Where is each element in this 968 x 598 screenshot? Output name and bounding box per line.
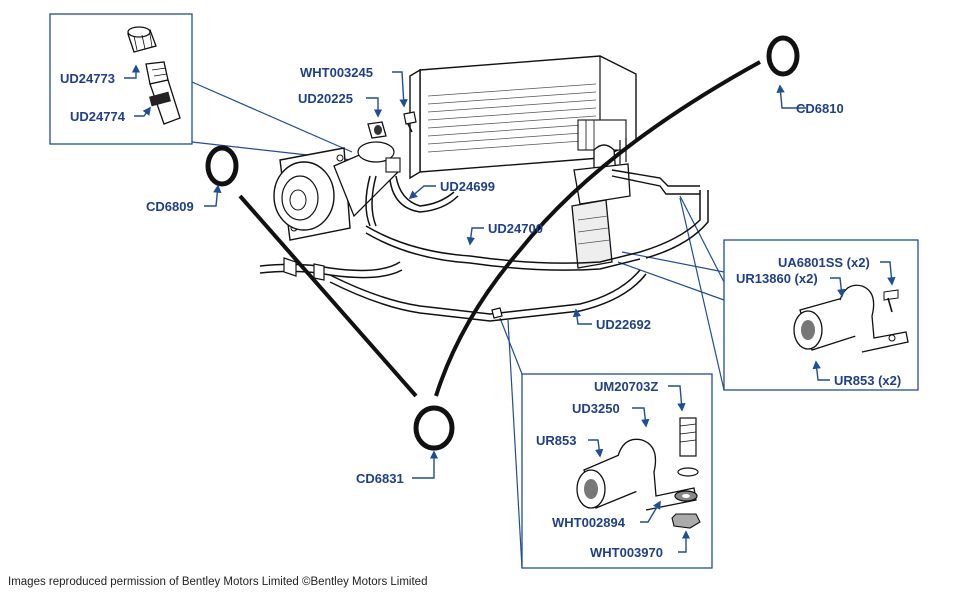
o-ring-cd6831 [413, 405, 455, 451]
inset-box-clip-lower [499, 317, 713, 569]
grommet-ud20225 [367, 121, 387, 139]
hose-cd6831-left [238, 194, 418, 398]
label-wht003245: WHT003245 [300, 65, 373, 80]
label-ud24699: UD24699 [440, 179, 495, 194]
o-ring-cd6809 [205, 145, 239, 187]
clip-lower-illustration [576, 417, 701, 529]
label-ud20225: UD20225 [298, 91, 353, 106]
label-ua6801ss: UA6801SS (x2) [778, 255, 870, 270]
drain-valve-illustration [145, 61, 181, 125]
label-cd6810: CD6810 [796, 101, 844, 116]
label-cd6831: CD6831 [356, 471, 404, 486]
label-wht003970: WHT003970 [590, 545, 663, 560]
drain-cap-illustration [127, 26, 157, 53]
label-ud24700: UD24700 [488, 221, 543, 236]
copyright-credit: Images reproduced permission of Bentley … [8, 576, 428, 588]
label-um20703z: UM20703Z [594, 379, 658, 394]
label-ud3250: UD3250 [572, 401, 620, 416]
clip-right-illustration [793, 284, 909, 353]
clip-on-pipe [491, 307, 503, 319]
label-ud22692: UD22692 [596, 317, 651, 332]
label-ur853: UR853 [536, 433, 576, 448]
label-cd6809: CD6809 [146, 199, 194, 214]
pipe-runs [259, 175, 709, 322]
hose-cd6810 [434, 60, 761, 397]
pump-motor-illustration [273, 141, 401, 241]
valve-assembly-illustration [571, 138, 700, 269]
heater-box-illustration [409, 55, 637, 180]
inset-box-drain-valve [49, 13, 353, 161]
label-ur13860: UR13860 (x2) [736, 271, 818, 286]
label-wht002894: WHT002894 [552, 515, 626, 530]
screw-wht003245 [403, 111, 417, 133]
part-labels: UD24773 UD24774 WHT003245 UD20225 CD6810… [60, 65, 901, 560]
label-ud24773: UD24773 [60, 71, 115, 86]
inset-box-clip-right [617, 195, 919, 391]
label-ur853-x2: UR853 (x2) [834, 373, 901, 388]
o-ring-cd6810 [766, 35, 800, 77]
label-ud24774: UD24774 [70, 109, 126, 124]
leader-lines [124, 64, 896, 553]
